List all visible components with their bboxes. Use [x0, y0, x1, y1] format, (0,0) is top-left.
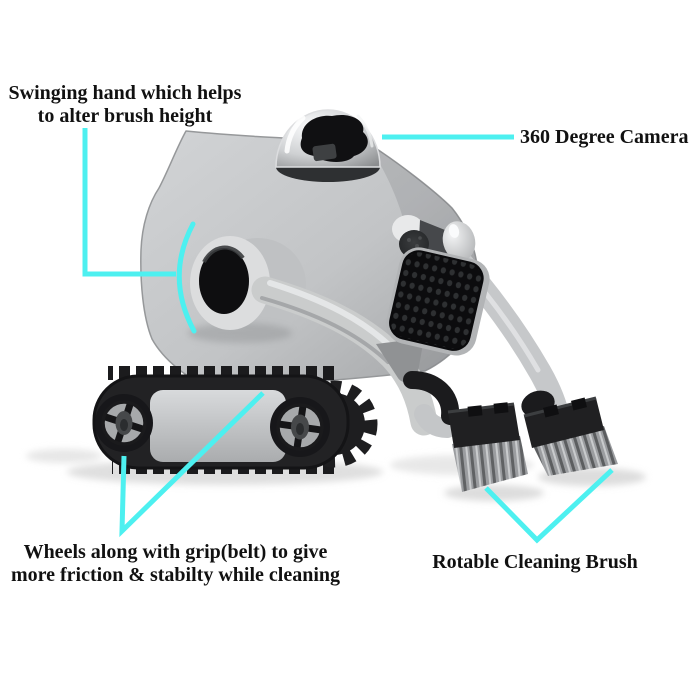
chin-wedge: [376, 338, 424, 382]
label-swinging-hand-line2: to alter brush height: [37, 105, 213, 127]
label-swinging-hand-line1: Swinging hand which helps: [8, 82, 242, 104]
tank-tread: [92, 366, 378, 474]
cleaning-brush-right: [523, 396, 618, 476]
speaker-grille: [385, 247, 490, 356]
label-360-camera: 360 Degree Camera: [520, 126, 700, 149]
leader-line-swinging-hand: [82, 128, 197, 334]
label-wheels-grip-line2: more friction & stabilty while cleaning: [10, 564, 341, 586]
label-wheels-grip-line1: Wheels along with grip(belt) to give: [23, 541, 328, 563]
label-cleaning-brush: Rotable Cleaning Brush: [420, 551, 650, 574]
wheel-left: [95, 394, 153, 452]
label-wheels-grip: Wheels along with grip(belt) to give mor…: [8, 541, 343, 587]
tread-side-panel: [150, 390, 286, 462]
label-360-camera-text: 360 Degree Camera: [520, 126, 689, 148]
label-cleaning-brush-text: Rotable Cleaning Brush: [432, 551, 638, 573]
cleaning-brush-left: [447, 402, 528, 492]
leader-line-brush: [484, 468, 614, 544]
leader-line-wheels: [119, 391, 265, 538]
wheel-right: [270, 397, 330, 457]
eye-right: [442, 221, 476, 261]
dome-camera: [275, 109, 381, 182]
label-swinging-hand: Swinging hand which helps to alter brush…: [5, 82, 245, 128]
